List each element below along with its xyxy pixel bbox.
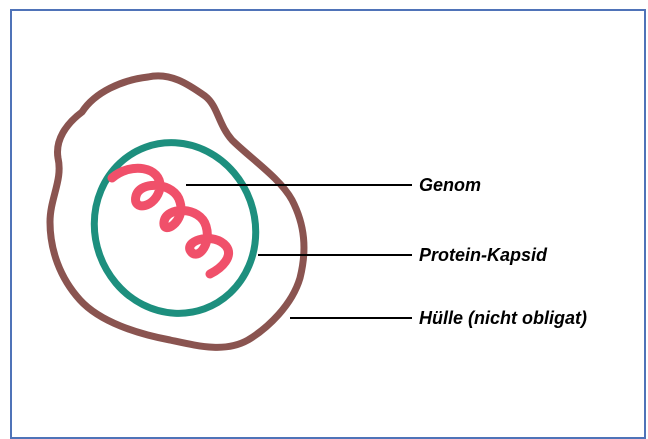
capsid-label: Protein-Kapsid [419, 246, 547, 264]
genome-label: Genom [419, 176, 481, 194]
envelope-label: Hülle (nicht obligat) [419, 309, 587, 327]
